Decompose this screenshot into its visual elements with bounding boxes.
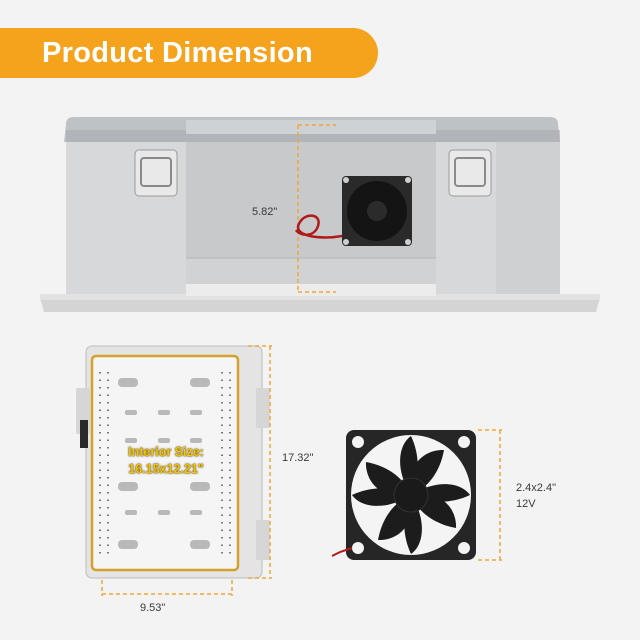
product-dimension-banner: Product Dimension: [0, 28, 378, 78]
fan-voltage-label: 12V: [516, 498, 536, 510]
front-rail: [186, 284, 436, 296]
right-hinge-top: [256, 388, 270, 428]
left-latch-ring: [140, 157, 172, 187]
enclosure-front-view: [40, 117, 600, 312]
enclosure-base: [40, 298, 600, 312]
fan-hub: [393, 477, 429, 513]
mounted-fan-hub: [367, 201, 387, 221]
height-label: 5.82": [252, 206, 278, 218]
fan-size-label: 2.4x2.4": [516, 482, 556, 494]
right-latch: [448, 149, 492, 197]
interior-floor: [186, 258, 436, 284]
fan-wire: [331, 547, 353, 557]
lid-window: [186, 120, 436, 134]
interior-size-label: Interior Size: 16.15x12.21": [116, 444, 216, 478]
enclosure-base-lip: [40, 294, 600, 300]
width-label: 9.53": [140, 602, 166, 614]
interior-size-line1: Interior Size:: [128, 445, 204, 459]
fan-cable: [294, 214, 343, 239]
right-hinge-bottom: [256, 520, 270, 560]
right-wall-shade: [496, 142, 560, 294]
fan-detail: [331, 429, 502, 561]
banner-title: Product Dimension: [42, 36, 313, 69]
right-latch-ring: [454, 157, 486, 187]
side-connector: [80, 420, 88, 448]
interior-size-line2: 16.15x12.21": [128, 462, 204, 476]
length-label: 17.32": [282, 452, 314, 464]
left-latch: [134, 149, 178, 197]
interior-panel: [90, 354, 240, 572]
enclosure-top-view: [76, 345, 272, 596]
